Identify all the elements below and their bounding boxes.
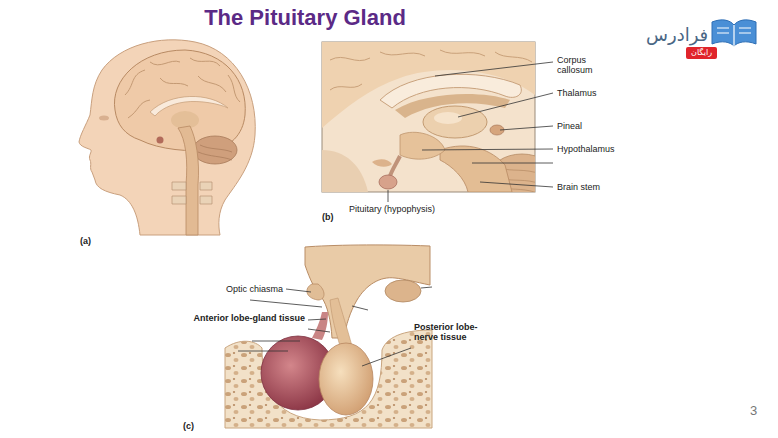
brain-section-illustration xyxy=(322,42,554,198)
logo-icon xyxy=(712,20,756,46)
part-label: Posterior lobe-nerve tissue xyxy=(414,322,490,343)
pituitary-illustration xyxy=(225,245,432,428)
watermark: فرادرس xyxy=(646,25,708,46)
panel-letter: (c) xyxy=(183,421,194,431)
part-label: Brain stem xyxy=(557,182,600,192)
page-number: 3 xyxy=(750,404,757,419)
badge-text: رایگان xyxy=(691,48,712,58)
panel-letter: (b) xyxy=(322,212,334,222)
part-label: Pineal xyxy=(557,121,582,131)
head-illustration xyxy=(79,40,255,235)
badge: رایگان xyxy=(686,47,717,59)
part-label: Anterior lobe-gland tissue xyxy=(150,313,305,323)
slide-title: The Pituitary Gland xyxy=(140,5,470,31)
panel-letter: (a) xyxy=(80,236,91,246)
part-label: Pituitary (hypophysis) xyxy=(349,204,435,214)
part-label: Corpus callosum xyxy=(557,55,607,76)
part-label: Optic chiasma xyxy=(200,284,283,294)
part-label: Hypothalamus xyxy=(557,144,615,154)
part-label: Thalamus xyxy=(557,88,597,98)
